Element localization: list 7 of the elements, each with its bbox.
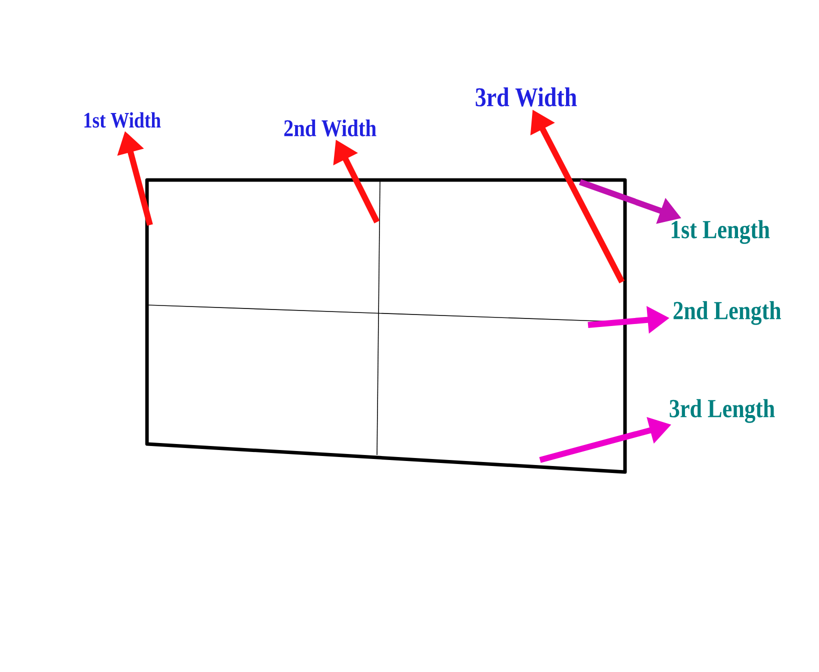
dimension-label: 3rd Length [670,399,775,423]
rectangle-drawing [145,178,627,474]
dimension-label: 1st Width [84,112,161,128]
dimension-label: 2nd Length [674,301,781,325]
dimension-label: 2nd Width [284,119,376,136]
dimension-label: 3rd Width [476,87,577,107]
dimension-label: 1st Length [672,220,770,244]
